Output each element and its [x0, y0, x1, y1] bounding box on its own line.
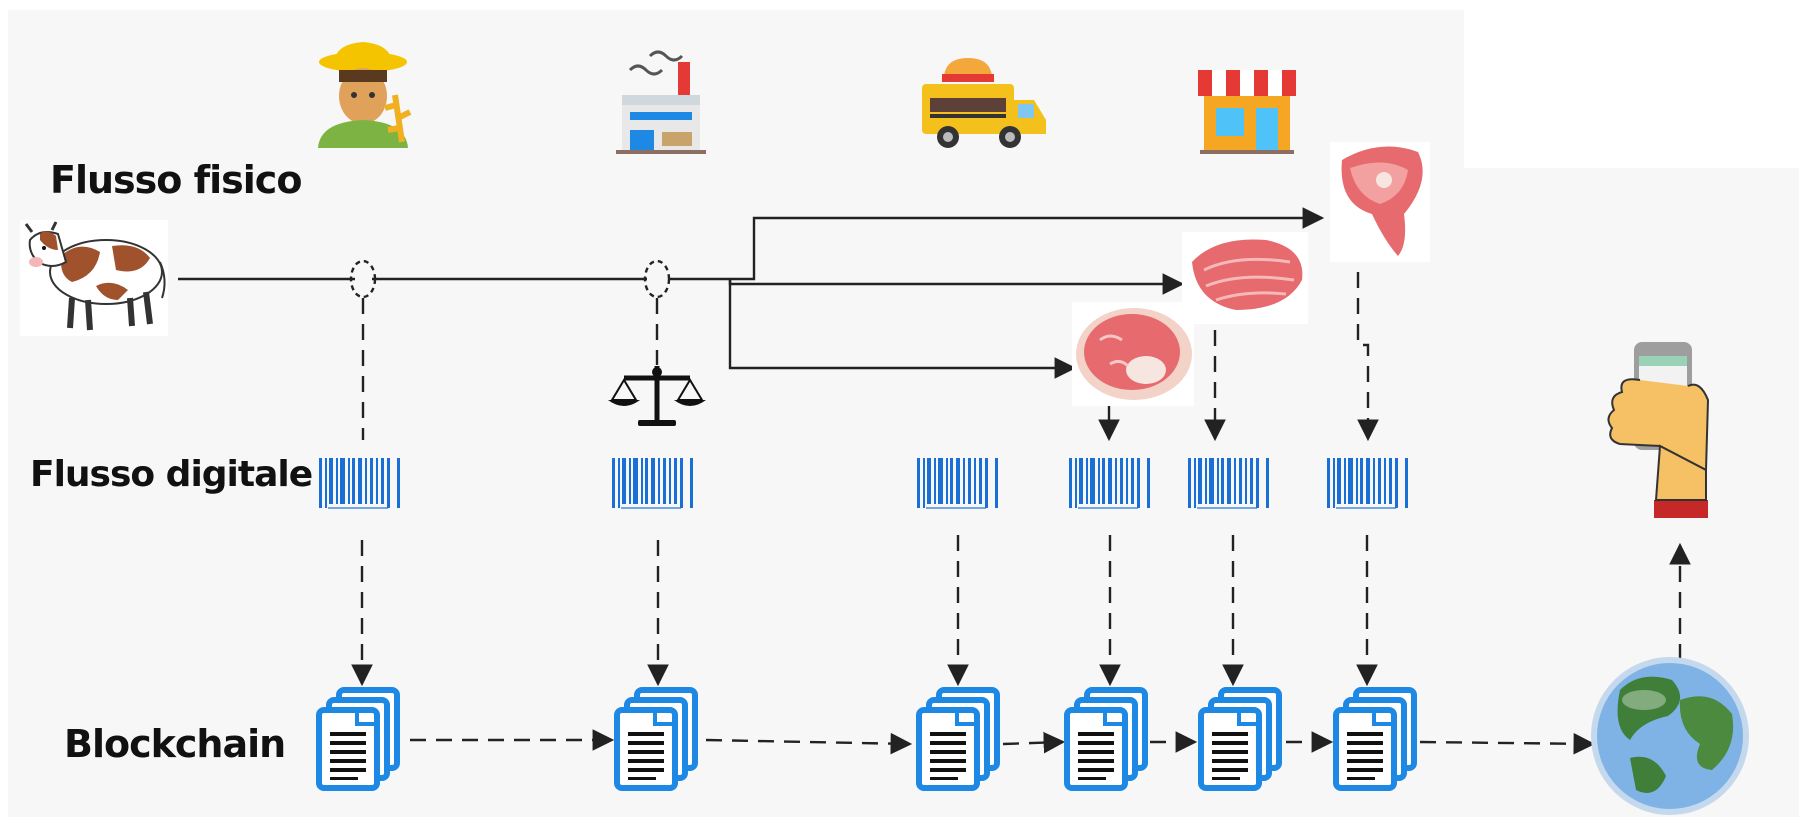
barcode-icon	[1188, 458, 1269, 509]
globe-icon	[1591, 657, 1749, 815]
document-stack-icon	[1336, 690, 1414, 788]
cow-icon	[20, 220, 168, 336]
smartphone-hand-icon	[1607, 342, 1710, 518]
shop-icon	[1198, 70, 1296, 154]
document-stack-icon	[1067, 690, 1145, 788]
dashed-links	[351, 272, 1691, 687]
barcode-icon	[319, 458, 400, 509]
document-stack-icon	[617, 690, 695, 788]
meat-roll-icon	[1182, 232, 1308, 324]
meat-steak-icon	[1330, 142, 1430, 262]
document-stack-icon	[1201, 690, 1279, 788]
farmer-icon	[318, 42, 412, 148]
blockchain-links	[410, 729, 1596, 755]
factory-icon	[616, 50, 706, 154]
digital-flow-label: Flusso digitale	[30, 454, 313, 495]
weighing-scale-icon	[608, 366, 706, 426]
physical-flow-lines	[178, 207, 1325, 379]
barcode-icon	[1069, 458, 1150, 509]
barcode-icon	[612, 458, 693, 509]
blockchain-label: Blockchain	[64, 722, 286, 766]
meat-shank-icon	[1072, 302, 1194, 406]
document-stack-icon	[319, 690, 397, 788]
document-stack-icon	[919, 690, 997, 788]
barcode-icon	[1327, 458, 1408, 509]
food-truck-icon	[922, 58, 1046, 148]
barcode-icon	[917, 458, 998, 509]
physical-flow-label: Flusso fisico	[50, 158, 302, 202]
